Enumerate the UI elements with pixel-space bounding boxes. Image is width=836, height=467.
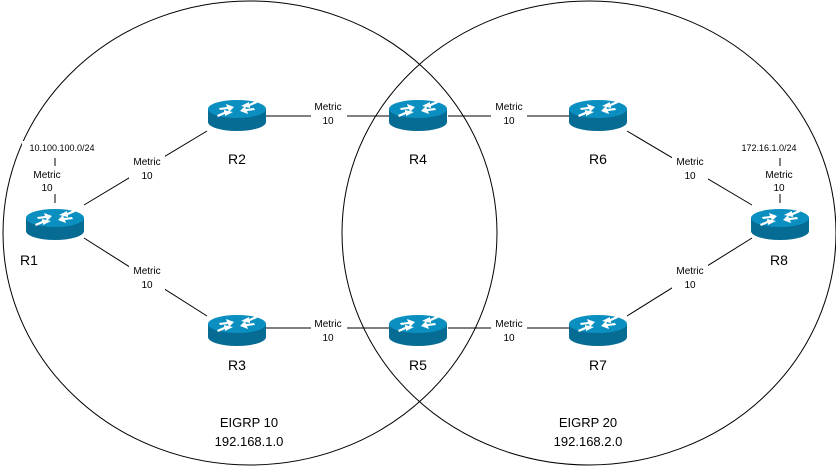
metric-title-r7-r8: Metric bbox=[676, 266, 703, 277]
metric-value-r5-r7: 10 bbox=[503, 333, 515, 344]
domain-name-eigrp-20: EIGRP 20 bbox=[559, 415, 617, 430]
network-metric-value-r1: 10 bbox=[41, 183, 53, 194]
network-metric-title-r8: Metric bbox=[765, 170, 792, 181]
metric-labels: Metric 10 Metric 10 Metric 10 Metric 10 … bbox=[129, 99, 708, 348]
router-icon bbox=[208, 100, 266, 131]
router-icon bbox=[389, 100, 447, 131]
router-icon bbox=[208, 315, 266, 346]
metric-title-r5-r7: Metric bbox=[495, 319, 522, 330]
router-label-r1: R1 bbox=[20, 252, 38, 268]
router-r7[interactable] bbox=[569, 315, 627, 346]
router-r4[interactable] bbox=[389, 100, 447, 131]
router-r3[interactable] bbox=[208, 315, 266, 346]
network-metric-value-r8: 10 bbox=[773, 183, 785, 194]
router-labels: R1 R2 R3 R4 R5 R6 R7 R8 bbox=[20, 151, 788, 373]
eigrp-10-domain-circle bbox=[2, 0, 498, 466]
domain-name-eigrp-10: EIGRP 10 bbox=[220, 415, 278, 430]
metric-title-r3-r5: Metric bbox=[314, 319, 341, 330]
metric-value-r1-r2: 10 bbox=[141, 171, 153, 182]
eigrp-20-domain-circle bbox=[341, 0, 836, 466]
router-label-r8: R8 bbox=[770, 252, 788, 268]
routers bbox=[26, 100, 809, 346]
metric-title-r2-r4: Metric bbox=[314, 102, 341, 113]
metric-title-r1-r3: Metric bbox=[133, 266, 160, 277]
router-label-r6: R6 bbox=[589, 151, 607, 167]
network-prefix-r1: 10.100.100.0/24 bbox=[29, 143, 94, 153]
router-r1[interactable] bbox=[26, 209, 84, 240]
router-icon bbox=[389, 315, 447, 346]
router-label-r4: R4 bbox=[409, 151, 427, 167]
domain-labels: EIGRP 10 192.168.1.0 EIGRP 20 192.168.2.… bbox=[215, 415, 623, 449]
domain-subnet-eigrp-20: 192.168.2.0 bbox=[554, 434, 623, 449]
network-metric-title-r1: Metric bbox=[33, 170, 60, 181]
router-icon bbox=[569, 100, 627, 131]
network-prefix-r8: 172.16.1.0/24 bbox=[741, 143, 796, 153]
router-r2[interactable] bbox=[208, 100, 266, 131]
router-label-r7: R7 bbox=[589, 357, 607, 373]
router-icon bbox=[569, 315, 627, 346]
metric-value-r7-r8: 10 bbox=[684, 280, 696, 291]
router-label-r5: R5 bbox=[409, 357, 427, 373]
metric-title-r4-r6: Metric bbox=[495, 102, 522, 113]
metric-value-r1-r3: 10 bbox=[141, 280, 153, 291]
router-r5[interactable] bbox=[389, 315, 447, 346]
domain-subnet-eigrp-10: 192.168.1.0 bbox=[215, 434, 284, 449]
router-icon bbox=[751, 209, 809, 240]
metric-title-r6-r8: Metric bbox=[676, 157, 703, 168]
metric-title-r1-r2: Metric bbox=[133, 157, 160, 168]
router-label-r2: R2 bbox=[228, 151, 246, 167]
links bbox=[54, 115, 781, 329]
router-icon bbox=[26, 209, 84, 240]
router-r6[interactable] bbox=[569, 100, 627, 131]
metric-value-r4-r6: 10 bbox=[503, 116, 515, 127]
metric-value-r2-r4: 10 bbox=[322, 116, 334, 127]
metric-value-r6-r8: 10 bbox=[684, 171, 696, 182]
router-label-r3: R3 bbox=[228, 357, 246, 373]
network-prefixes: 10.100.100.0/24 Metric 10 172.16.1.0/24 … bbox=[22, 141, 807, 194]
metric-value-r3-r5: 10 bbox=[322, 333, 334, 344]
router-r8[interactable] bbox=[751, 209, 809, 240]
